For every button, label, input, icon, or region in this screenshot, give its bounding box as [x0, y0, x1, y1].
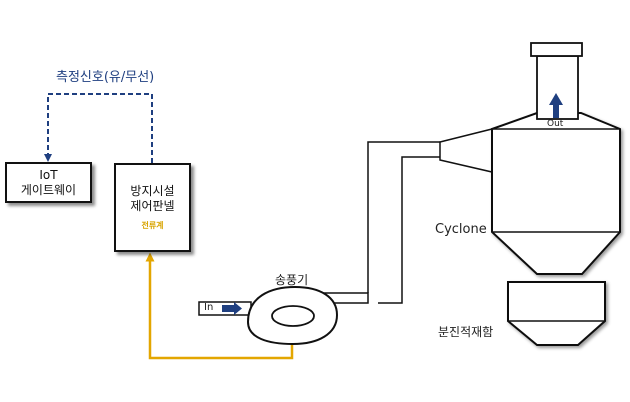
- fan-label: 송풍기: [275, 273, 309, 287]
- fan-outlet-duct: [306, 292, 369, 304]
- current-sensor-line: [145, 252, 294, 360]
- iot-gateway-box: IoT 게이트웨이: [5, 162, 92, 203]
- outlet-arrow-icon: [549, 93, 563, 118]
- outlet-label: Out: [547, 119, 564, 129]
- riser-duct: [367, 141, 440, 304]
- cyclone-body: [491, 112, 621, 275]
- dust-hopper: [507, 281, 606, 346]
- blower-fan: [246, 285, 339, 346]
- cyclone-inlet-flare: [439, 128, 493, 173]
- inlet-arrow-icon: [222, 302, 242, 315]
- control-panel-line1: 방지시설: [130, 184, 175, 198]
- inlet-label: In: [204, 302, 214, 313]
- iot-gateway-line1: IoT: [39, 167, 58, 182]
- signal-dashed-line: [44, 93, 153, 163]
- control-panel-box: 방지시설 제어판넬 전류계: [114, 163, 191, 252]
- current-meter-label: 전류계: [141, 221, 164, 230]
- cyclone-label: Cyclone: [435, 222, 487, 237]
- signal-label: 측정신호(유/무선): [56, 70, 155, 85]
- iot-gateway-line2: 게이트웨이: [20, 182, 77, 197]
- control-panel-line2: 제어판넬: [130, 199, 175, 213]
- hopper-label: 분진적재함: [438, 325, 494, 339]
